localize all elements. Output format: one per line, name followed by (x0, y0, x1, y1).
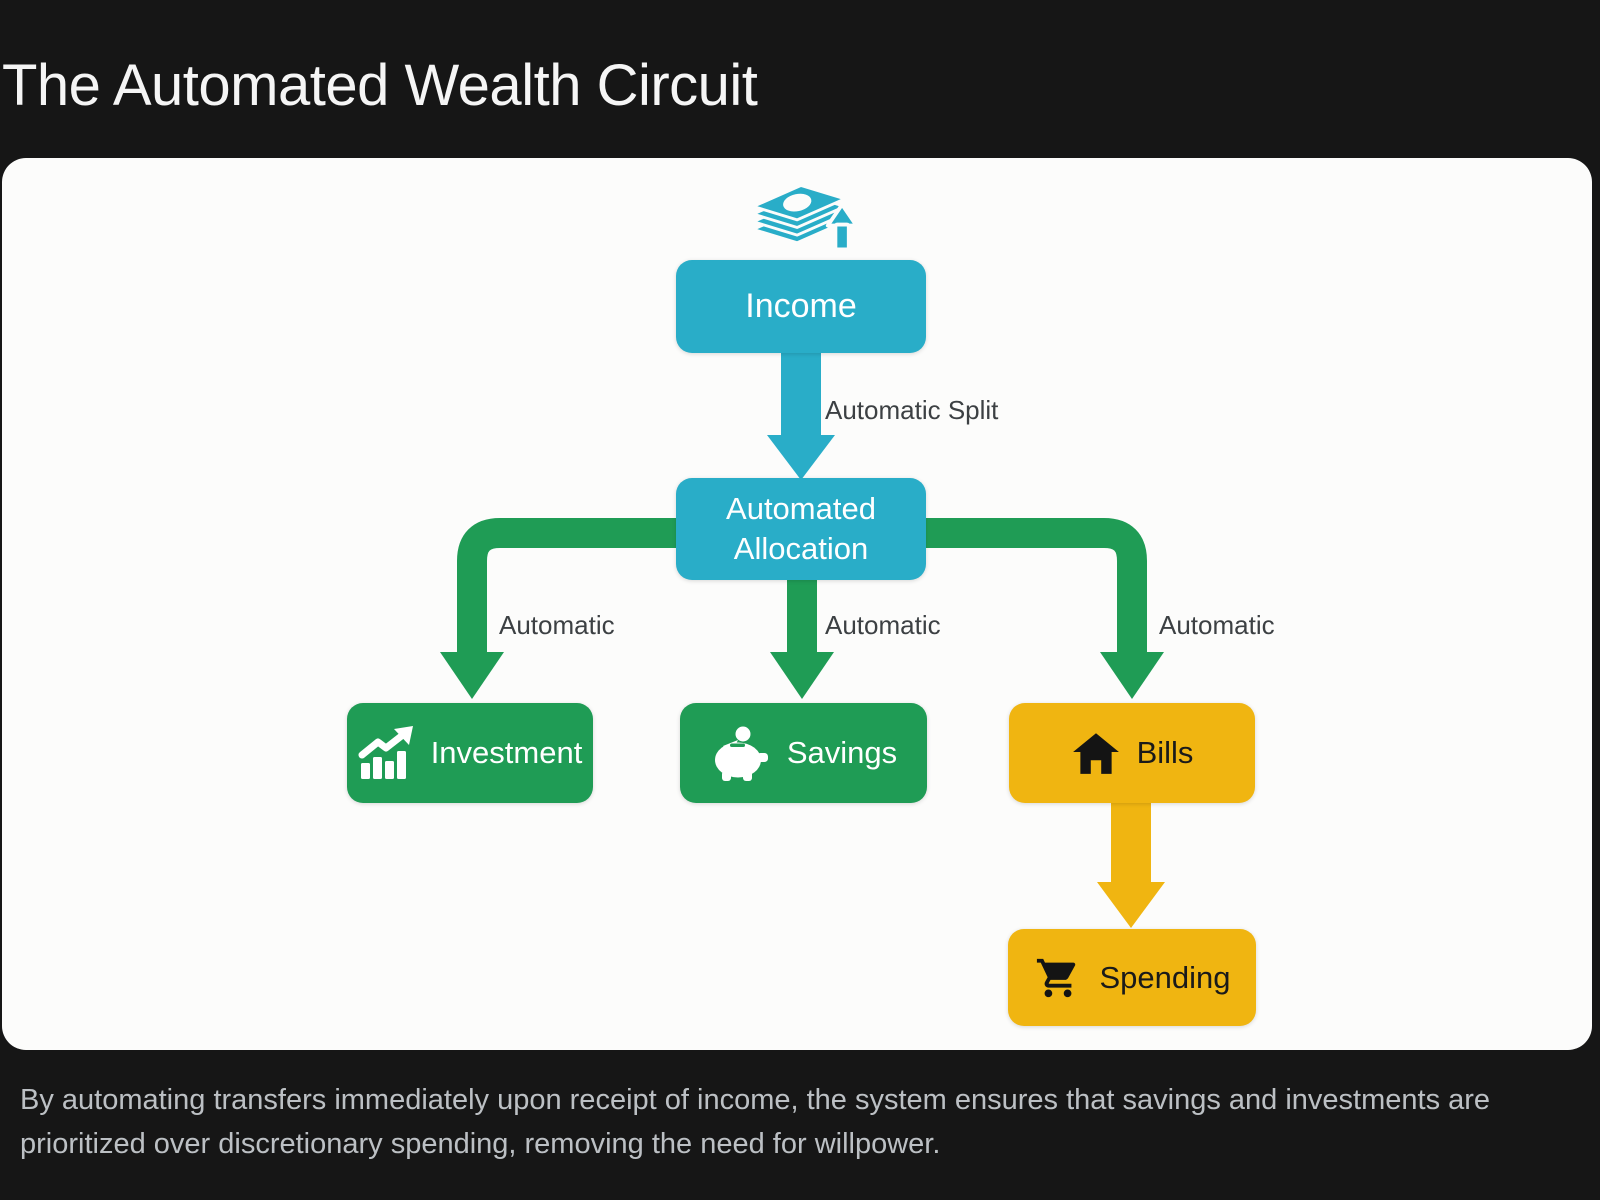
node-investment-label: Investment (430, 735, 583, 770)
arrow-bills-to-spending (1097, 801, 1165, 928)
page-title: The Automated Wealth Circuit (2, 53, 758, 118)
money-stack-icon (751, 184, 859, 252)
edge-label-automatic-savings: Automatic (825, 610, 941, 640)
node-bills-label: Bills (1136, 735, 1194, 770)
house-icon (1072, 733, 1119, 774)
node-bills: Bills (1009, 703, 1255, 803)
node-spending-label: Spending (1099, 959, 1231, 995)
node-allocation-label-line2: Allocation (733, 531, 869, 566)
trending-up-chart-icon (358, 726, 413, 779)
node-income-label: Income (745, 287, 857, 325)
arrow-income-to-allocation (767, 350, 835, 480)
node-investment: Investment (347, 703, 593, 803)
shopping-cart-icon (1037, 958, 1076, 997)
caption: By automating transfers immediately upon… (20, 1084, 1491, 1160)
node-spending: Spending (1008, 929, 1256, 1026)
edge-label-automatic-bills: Automatic (1159, 610, 1275, 640)
node-allocation-label-line1: Automated (726, 491, 876, 526)
node-savings: Savings (680, 703, 927, 803)
node-savings-label: Savings (786, 735, 898, 770)
node-automated-allocation: Automated Allocation (676, 478, 926, 580)
connector-layer (440, 350, 1165, 928)
arrow-allocation-to-bills (790, 518, 1164, 699)
arrow-allocation-to-savings (770, 578, 834, 699)
piggy-bank-icon (714, 726, 768, 781)
edge-label-automatic-investment: Automatic (499, 610, 615, 640)
edge-label-automatic-split: Automatic Split (825, 395, 999, 425)
arrow-allocation-to-investment (440, 518, 814, 699)
diagram-panel: Income Automatic Split Automated Allocat… (2, 158, 1592, 1050)
node-income: Income (676, 260, 926, 353)
